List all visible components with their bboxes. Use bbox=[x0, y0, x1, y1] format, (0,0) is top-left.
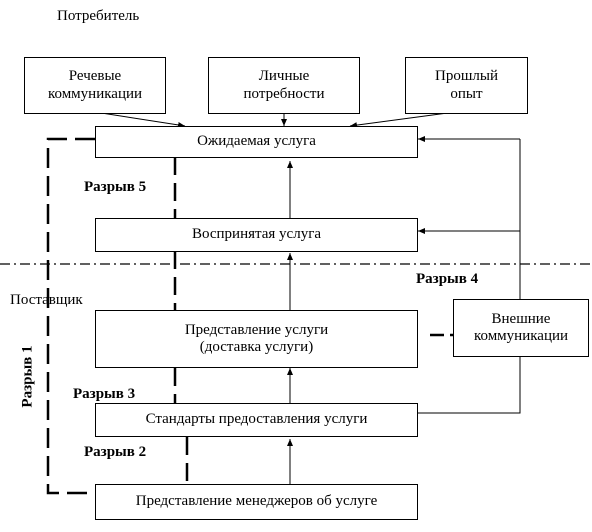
right-feedback-line bbox=[418, 139, 521, 414]
service-standards-box: Стандарты предоставления услуги bbox=[95, 403, 418, 437]
consumer-label: Потребитель bbox=[57, 8, 140, 24]
expected-service-box: Ожидаемая услуга bbox=[95, 126, 418, 158]
personal-needs-box: Личные потребности bbox=[208, 57, 360, 114]
arrow-past-experience bbox=[349, 111, 456, 129]
gap4-label: Разрыв 4 bbox=[416, 271, 479, 287]
gap5-label: Разрыв 5 bbox=[84, 179, 147, 195]
service-delivery-box: Представление услуги (доставка услуги) bbox=[95, 310, 418, 368]
provider-label: Поставщик bbox=[10, 292, 83, 308]
word-of-mouth-box: Речевые коммуникации bbox=[24, 57, 166, 114]
perceived-service-box: Воспринятая услуга bbox=[95, 218, 418, 252]
gap1-label: Разрыв 1 bbox=[19, 345, 36, 408]
external-communications-box: Внешние коммуникации bbox=[453, 299, 589, 357]
gap3-label: Разрыв 3 bbox=[73, 386, 136, 402]
gap2-label: Разрыв 2 bbox=[84, 444, 147, 460]
management-perceptions-box: Представление менеджеров об услуге bbox=[95, 484, 418, 520]
gap1-bracket bbox=[46, 137, 95, 495]
arrow-word-of-mouth bbox=[94, 111, 186, 128]
past-experience-box: Прошлый опыт bbox=[405, 57, 528, 114]
